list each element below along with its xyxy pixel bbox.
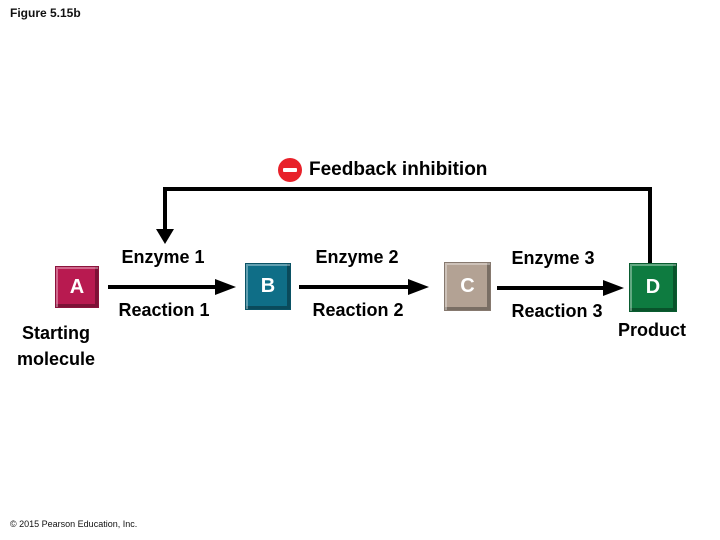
starting-molecule-caption: Starting molecule <box>16 323 96 369</box>
reaction-3-label: Reaction 3 <box>511 301 603 321</box>
molecule-letter-a: A <box>69 275 85 298</box>
molecule-box-b: B <box>245 263 291 310</box>
feedback-line-left-vertical <box>163 187 167 230</box>
molecule-letter-c: C <box>460 275 475 297</box>
reaction-arrow-1 <box>108 279 236 295</box>
feedback-inhibition-header: Feedback inhibition <box>278 158 487 182</box>
enzyme-1-label: Enzyme 1 <box>121 247 205 267</box>
arrowhead-right-icon <box>215 279 236 295</box>
arrowhead-right-icon <box>603 280 624 296</box>
feedback-inhibition-label: Feedback inhibition <box>309 159 488 180</box>
feedback-line-right-vertical <box>648 187 652 265</box>
molecule-box-a: A <box>55 266 99 308</box>
reaction-arrow-2 <box>299 279 429 295</box>
arrow-shaft <box>108 285 215 289</box>
reaction-2-label: Reaction 2 <box>312 300 404 320</box>
minus-icon <box>278 158 302 182</box>
copyright-text: © 2015 Pearson Education, Inc. <box>10 519 138 529</box>
enzyme-2-label: Enzyme 2 <box>315 247 399 267</box>
reaction-arrow-3 <box>497 280 624 296</box>
arrowhead-right-icon <box>408 279 429 295</box>
figure-title: Figure 5.15b <box>10 6 81 20</box>
molecule-box-c: C <box>444 262 491 311</box>
molecule-letter-d: D <box>645 276 661 298</box>
arrow-shaft <box>299 285 408 289</box>
feedback-line-horizontal <box>163 187 652 191</box>
molecule-letter-b: B <box>260 275 276 297</box>
enzyme-3-label: Enzyme 3 <box>511 248 595 268</box>
product-caption: Product <box>617 320 686 340</box>
minus-icon-bar <box>283 168 297 172</box>
feedback-arrowhead-down-icon <box>156 229 174 244</box>
molecule-box-d: D <box>629 263 677 312</box>
arrow-shaft <box>497 286 603 290</box>
reaction-1-label: Reaction 1 <box>118 300 210 320</box>
